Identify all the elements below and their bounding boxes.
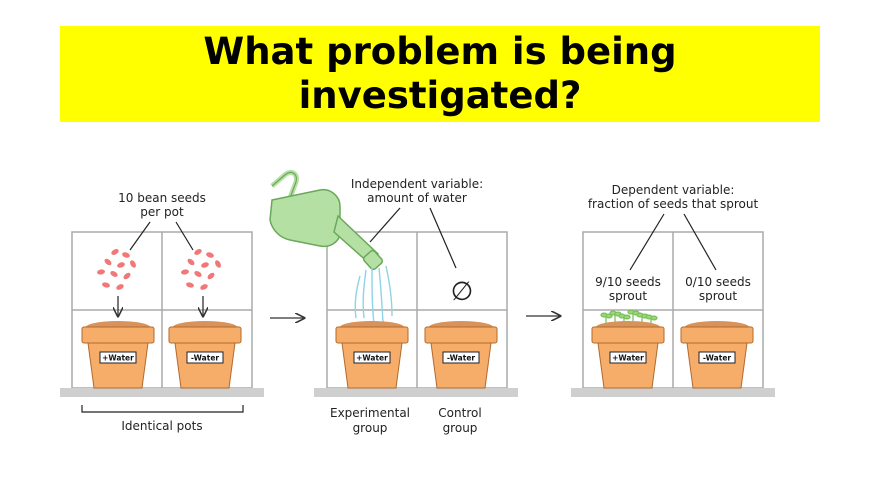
panel-experiment: ∅ Independent variable: amount of water …: [269, 169, 518, 435]
pot-1: +Water: [81, 321, 155, 389]
independent-pointer-left: [369, 207, 401, 243]
control-label-line2: group: [443, 421, 478, 435]
title-line-2: investigated?: [298, 74, 582, 117]
sprout-minus-line2: sprout: [699, 289, 737, 303]
seed-cluster-right: [181, 249, 221, 290]
identical-pots-bracket: [81, 405, 244, 413]
water-stream: [354, 265, 393, 325]
title-banner: What problem is being investigated?: [60, 26, 820, 122]
pot-3-tag: +Water: [356, 354, 388, 363]
pot-4-tag: -Water: [447, 354, 476, 363]
panel-identical-pots: 10 bean seeds per pot Identical pots: [60, 191, 264, 433]
pot-6-tag: -Water: [703, 354, 732, 363]
pot-2: -Water: [168, 321, 242, 389]
pot-1-tag: +Water: [102, 354, 134, 363]
identical-pots-label: Identical pots: [121, 419, 202, 433]
pot-2-tag: -Water: [191, 354, 220, 363]
dependent-pointer-right: [683, 213, 717, 271]
pot-3: +Water: [335, 321, 409, 389]
experimental-label-line2: group: [353, 421, 388, 435]
pot-4: -Water: [424, 321, 498, 389]
dependent-label-line1: Dependent variable:: [612, 183, 735, 197]
seeds-pointer-left: [129, 221, 151, 251]
independent-label-line1: Independent variable:: [351, 177, 483, 191]
title-line-1: What problem is being: [203, 30, 677, 73]
panel2-shelf: [314, 388, 518, 397]
sprout-plus-line2: sprout: [609, 289, 647, 303]
pot-5-tag: +Water: [612, 354, 644, 363]
independent-label-line2: amount of water: [367, 191, 467, 205]
pot-6: -Water: [680, 321, 754, 389]
watering-can-icon: [269, 169, 384, 271]
dependent-pointer-left: [629, 213, 665, 271]
no-water-symbol: ∅: [451, 277, 474, 307]
sprout-plus-line1: 9/10 seeds: [595, 275, 661, 289]
experimental-label-line1: Experimental: [330, 406, 410, 420]
panel1-shelf: [60, 388, 264, 397]
dependent-label-line2: fraction of seeds that sprout: [588, 197, 759, 211]
panel3-shelf: [571, 388, 775, 397]
independent-pointer-right: [429, 207, 457, 269]
control-label-line1: Control: [438, 406, 481, 420]
seeds-pointer-right: [175, 221, 194, 251]
seeds-label-line1: 10 bean seeds: [118, 191, 206, 205]
pot-5: +Water: [591, 321, 665, 389]
seeds-label-line2: per pot: [140, 205, 184, 219]
seed-cluster-left: [97, 249, 136, 290]
sprout-minus-line1: 0/10 seeds: [685, 275, 751, 289]
